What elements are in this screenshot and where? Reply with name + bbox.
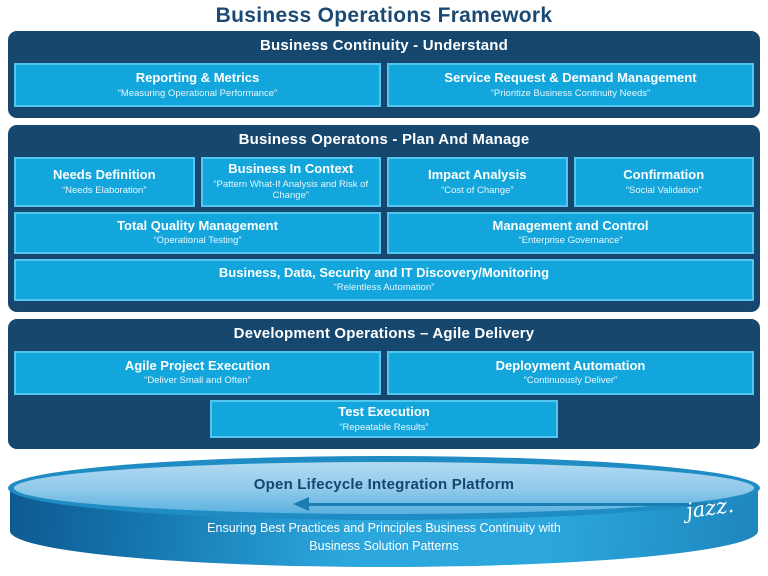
box-agile-project-execution: Agile Project Execution “Deliver Small a…: [14, 350, 381, 395]
box-title: Test Execution: [338, 403, 430, 419]
panel-development-operations: Development Operations – Agile Delivery …: [8, 318, 760, 450]
panel2-row2: Total Quality Management “Operational Te…: [14, 211, 754, 254]
cylinder-top-ellipse: [8, 456, 760, 521]
box-subtitle: “Operational Testing”: [153, 235, 242, 247]
box-subtitle: “Relentless Automation”: [333, 282, 435, 294]
cycle-arrow-icon: [293, 497, 716, 512]
box-title: Reporting & Metrics: [135, 69, 260, 85]
box-title: Business In Context: [228, 161, 354, 176]
panel-plan-and-manage-header: Business Operatons - Plan And Manage: [238, 131, 530, 148]
box-deployment-automation: Deployment Automation “Continuously Deli…: [387, 350, 754, 395]
platform-caption: Ensuring Best Practices and Principles B…: [8, 520, 760, 555]
page-title: Business Operations Framework: [215, 4, 553, 27]
box-subtitle: “Social Validation”: [625, 184, 702, 196]
box-needs-definition: Needs Definition “Needs Elaboration”: [14, 157, 195, 207]
box-test-execution: Test Execution “Repeatable Results”: [210, 399, 558, 439]
box-subtitle: “Measuring Operational Performance”: [117, 87, 278, 99]
panel3-row2: Test Execution “Repeatable Results”: [14, 399, 754, 439]
box-service-request-demand-management: Service Request & Demand Management “Pri…: [387, 63, 754, 107]
panel1-row1: Reporting & Metrics “Measuring Operation…: [14, 63, 754, 107]
box-subtitle: “Pattern What-If Analysis and Risk of Ch…: [213, 178, 369, 202]
box-title: Business, Data, Security and IT Discover…: [218, 264, 550, 280]
box-management-and-control: Management and Control “Enterprise Gover…: [387, 211, 754, 254]
box-reporting-metrics: Reporting & Metrics “Measuring Operation…: [14, 63, 381, 107]
platform-title: Open Lifecycle Integration Platform: [253, 476, 515, 494]
box-subtitle: “Enterprise Governance”: [518, 235, 623, 247]
panel2-row1: Needs Definition “Needs Elaboration” Bus…: [14, 157, 754, 207]
panel-business-continuity: Business Continuity - Understand Reporti…: [8, 31, 760, 118]
box-title: Agile Project Execution: [124, 357, 271, 373]
panel-plan-and-manage: Business Operatons - Plan And Manage Nee…: [8, 125, 760, 312]
box-subtitle: “Cost of Change”: [441, 184, 514, 196]
box-title: Total Quality Management: [117, 217, 278, 233]
platform-caption-line2: Business Solution Patterns: [309, 538, 459, 553]
box-title: Service Request & Demand Management: [444, 69, 697, 85]
box-subtitle: “Repeatable Results”: [339, 421, 429, 433]
box-title: Deployment Automation: [495, 357, 646, 373]
panel-development-operations-header: Development Operations – Agile Delivery: [233, 324, 535, 342]
box-impact-analysis: Impact Analysis “Cost of Change”: [387, 157, 568, 207]
box-subtitle: “Prioritize Business Continuity Needs”: [490, 87, 651, 99]
platform-caption-line1: Ensuring Best Practices and Principles B…: [207, 521, 561, 536]
panel2-row3: Business, Data, Security and IT Discover…: [14, 258, 754, 301]
platform-cylinder: Open Lifecycle Integration Platform Ensu…: [8, 456, 760, 570]
box-total-quality-management: Total Quality Management “Operational Te…: [14, 211, 381, 254]
box-business-in-context: Business In Context “Pattern What-If Ana…: [200, 157, 381, 207]
box-subtitle: “Deliver Small and Often”: [144, 375, 251, 387]
panel3-row1: Agile Project Execution “Deliver Small a…: [14, 350, 754, 395]
box-title: Needs Definition: [52, 166, 156, 182]
box-subtitle: “Needs Elaboration”: [62, 184, 147, 196]
panel-business-continuity-header: Business Continuity - Understand: [259, 37, 509, 54]
box-subtitle: “Continuously Deliver”: [523, 375, 618, 387]
box-title: Confirmation: [623, 166, 705, 182]
box-business-data-security-it-discovery-monitoring: Business, Data, Security and IT Discover…: [14, 258, 754, 301]
box-title: Management and Control: [492, 217, 649, 233]
box-title: Impact Analysis: [427, 166, 527, 182]
box-confirmation: Confirmation “Social Validation”: [573, 157, 754, 207]
